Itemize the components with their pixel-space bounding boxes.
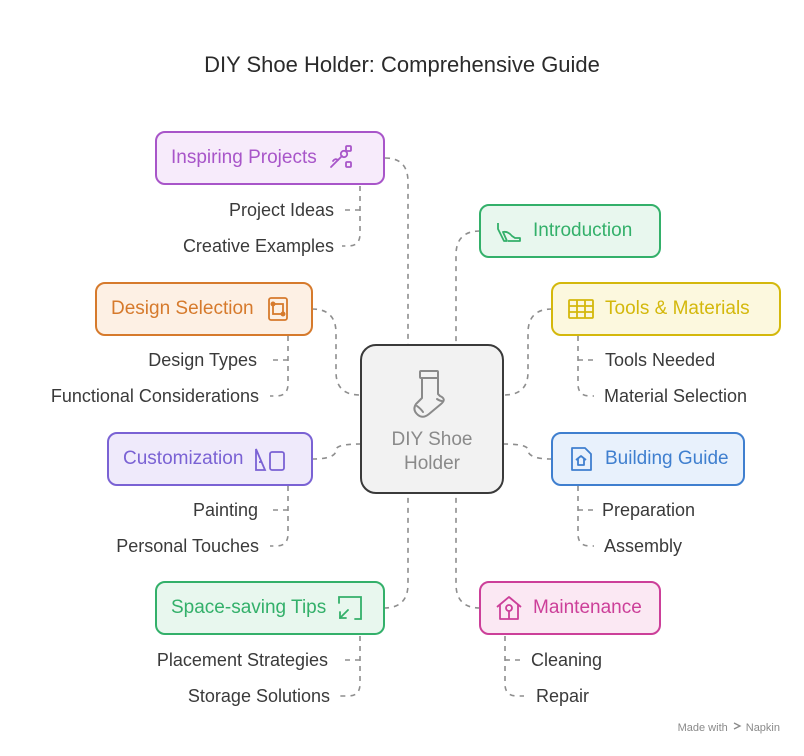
personal-touches-item: Personal Touches <box>116 536 259 556</box>
house-file-icon <box>567 445 595 473</box>
space-saving-tips-label: Space-saving Tips <box>171 597 327 618</box>
brand-text: Napkin <box>745 721 780 734</box>
maintenance-label: Maintenance <box>533 597 642 618</box>
customization-label: Customization <box>123 448 244 469</box>
frame-icon <box>264 295 292 323</box>
design-selection-node[interactable]: Design Selection <box>95 282 313 336</box>
inspiring-projects-node[interactable]: Inspiring Projects <box>155 131 385 185</box>
building-guide-node[interactable]: Building Guide <box>551 432 745 486</box>
tools-needed-item: Tools Needed <box>605 350 716 370</box>
introduction-node[interactable]: Introduction <box>479 204 661 258</box>
diagram-title: DIY Shoe Holder: Comprehensive Guide <box>204 52 600 77</box>
repair-item: Repair <box>536 686 590 706</box>
napkin-logo-icon <box>732 721 742 734</box>
paint-devices-icon <box>253 445 289 473</box>
watermark: Made with Napkin <box>678 721 780 734</box>
made-with-text: Made with <box>677 721 728 734</box>
grid-icon <box>567 295 595 323</box>
space-saving-tips-node[interactable]: Space-saving Tips <box>155 581 385 635</box>
project-ideas-item: Project Ideas <box>228 200 334 220</box>
customization-node[interactable]: Customization <box>107 432 313 486</box>
inspiring-projects-label: Inspiring Projects <box>171 147 317 168</box>
high-heel-icon <box>495 217 523 245</box>
house-wrench-icon <box>495 594 523 622</box>
storage-solutions-item: Storage Solutions <box>187 686 330 706</box>
building-guide-label: Building Guide <box>605 448 729 469</box>
creative-examples-item: Creative Examples <box>182 236 334 256</box>
design-selection-label: Design Selection <box>111 298 254 319</box>
design-types-item: Design Types <box>148 350 257 370</box>
sock-icon <box>411 368 453 420</box>
introduction-label: Introduction <box>533 220 633 241</box>
maintenance-node[interactable]: Maintenance <box>479 581 661 635</box>
functional-considerations-item: Functional Considerations <box>50 386 259 406</box>
preparation-item: Preparation <box>602 500 696 520</box>
placement-strategies-item: Placement Strategies <box>156 650 328 670</box>
tools-materials-node[interactable]: Tools & Materials <box>551 282 781 336</box>
cleaning-item: Cleaning <box>531 650 603 670</box>
painting-item: Painting <box>192 500 258 520</box>
central-topic-label: DIY Shoe Holder <box>391 429 473 474</box>
assembly-item: Assembly <box>604 536 683 556</box>
tools-materials-label: Tools & Materials <box>605 298 750 319</box>
resize-icon <box>336 594 364 622</box>
material-selection-item: Material Selection <box>604 386 748 406</box>
tools-icon <box>327 144 355 172</box>
central-topic-node[interactable]: DIY Shoe Holder <box>360 344 504 494</box>
